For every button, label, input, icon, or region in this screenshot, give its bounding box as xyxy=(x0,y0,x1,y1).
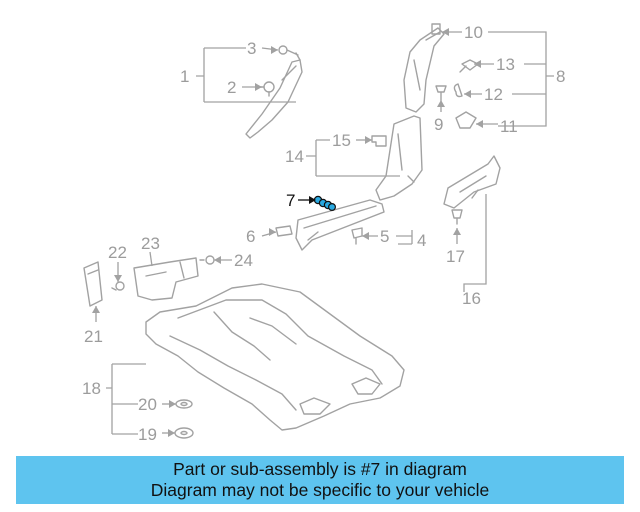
callout-9: 9 xyxy=(434,115,443,134)
callout-10: 10 xyxy=(464,23,483,42)
banner-line-2: Diagram may not be specific to your vehi… xyxy=(150,480,490,500)
cap-12-part xyxy=(453,83,463,98)
floor-carpet-part xyxy=(145,283,405,431)
callout-labels: 1 2 3 4 5 6 7 8 9 10 11 12 13 14 15 16 1… xyxy=(82,23,565,444)
callout-16: 16 xyxy=(462,289,481,308)
callout-15: 15 xyxy=(332,131,351,150)
callout-18: 18 xyxy=(82,379,101,398)
callout-19: 19 xyxy=(138,425,157,444)
cover-11-part xyxy=(455,111,477,129)
banner-line-1: Part or sub-assembly is #7 in diagram xyxy=(173,459,467,479)
callout-17: 17 xyxy=(446,247,465,266)
b-pillar-upper-trim-part xyxy=(403,23,445,113)
leader-arrowheads xyxy=(92,28,483,437)
callout-23: 23 xyxy=(141,234,160,253)
kick-panel-21-part xyxy=(83,261,103,307)
screw-9-part xyxy=(435,85,447,101)
clip-3-part xyxy=(278,45,301,61)
quarter-trim-part xyxy=(443,155,501,209)
callout-12: 12 xyxy=(484,85,503,104)
info-banner: Part or sub-assembly is #7 in diagram Di… xyxy=(16,456,624,504)
b-pillar-lower-trim-part xyxy=(375,115,423,201)
a-pillar-trim-part xyxy=(245,59,303,139)
sill-scuff-plate-part xyxy=(295,199,385,251)
clip-17-part xyxy=(451,209,463,225)
clip-5-part xyxy=(351,227,363,245)
callout-22: 22 xyxy=(108,243,127,262)
plug-20-part xyxy=(175,399,193,409)
callout-21: 21 xyxy=(84,327,103,346)
clip-24-part xyxy=(199,255,215,265)
clip-22-part xyxy=(111,281,125,291)
callout-20: 20 xyxy=(138,395,157,414)
plug-19-part xyxy=(174,427,194,439)
callout-13: 13 xyxy=(496,55,515,74)
callout-4: 4 xyxy=(417,231,426,250)
clip-7-highlighted-part xyxy=(313,195,337,212)
callout-8: 8 xyxy=(556,67,565,86)
callout-1: 1 xyxy=(180,67,189,86)
pad-6-part xyxy=(275,225,293,237)
callout-3: 3 xyxy=(247,39,256,58)
bracket-23-part xyxy=(133,257,199,301)
callout-5: 5 xyxy=(380,227,389,246)
callout-2: 2 xyxy=(227,78,236,97)
clip-2-part xyxy=(257,81,275,97)
clip-13-part xyxy=(459,59,479,73)
callout-7-highlighted: 7 xyxy=(286,191,295,210)
callout-6: 6 xyxy=(246,227,255,246)
callout-11: 11 xyxy=(500,117,518,136)
callout-14: 14 xyxy=(285,147,304,166)
callout-24: 24 xyxy=(234,251,253,270)
leader-lines xyxy=(95,31,554,435)
bracket-15-part xyxy=(371,135,387,147)
